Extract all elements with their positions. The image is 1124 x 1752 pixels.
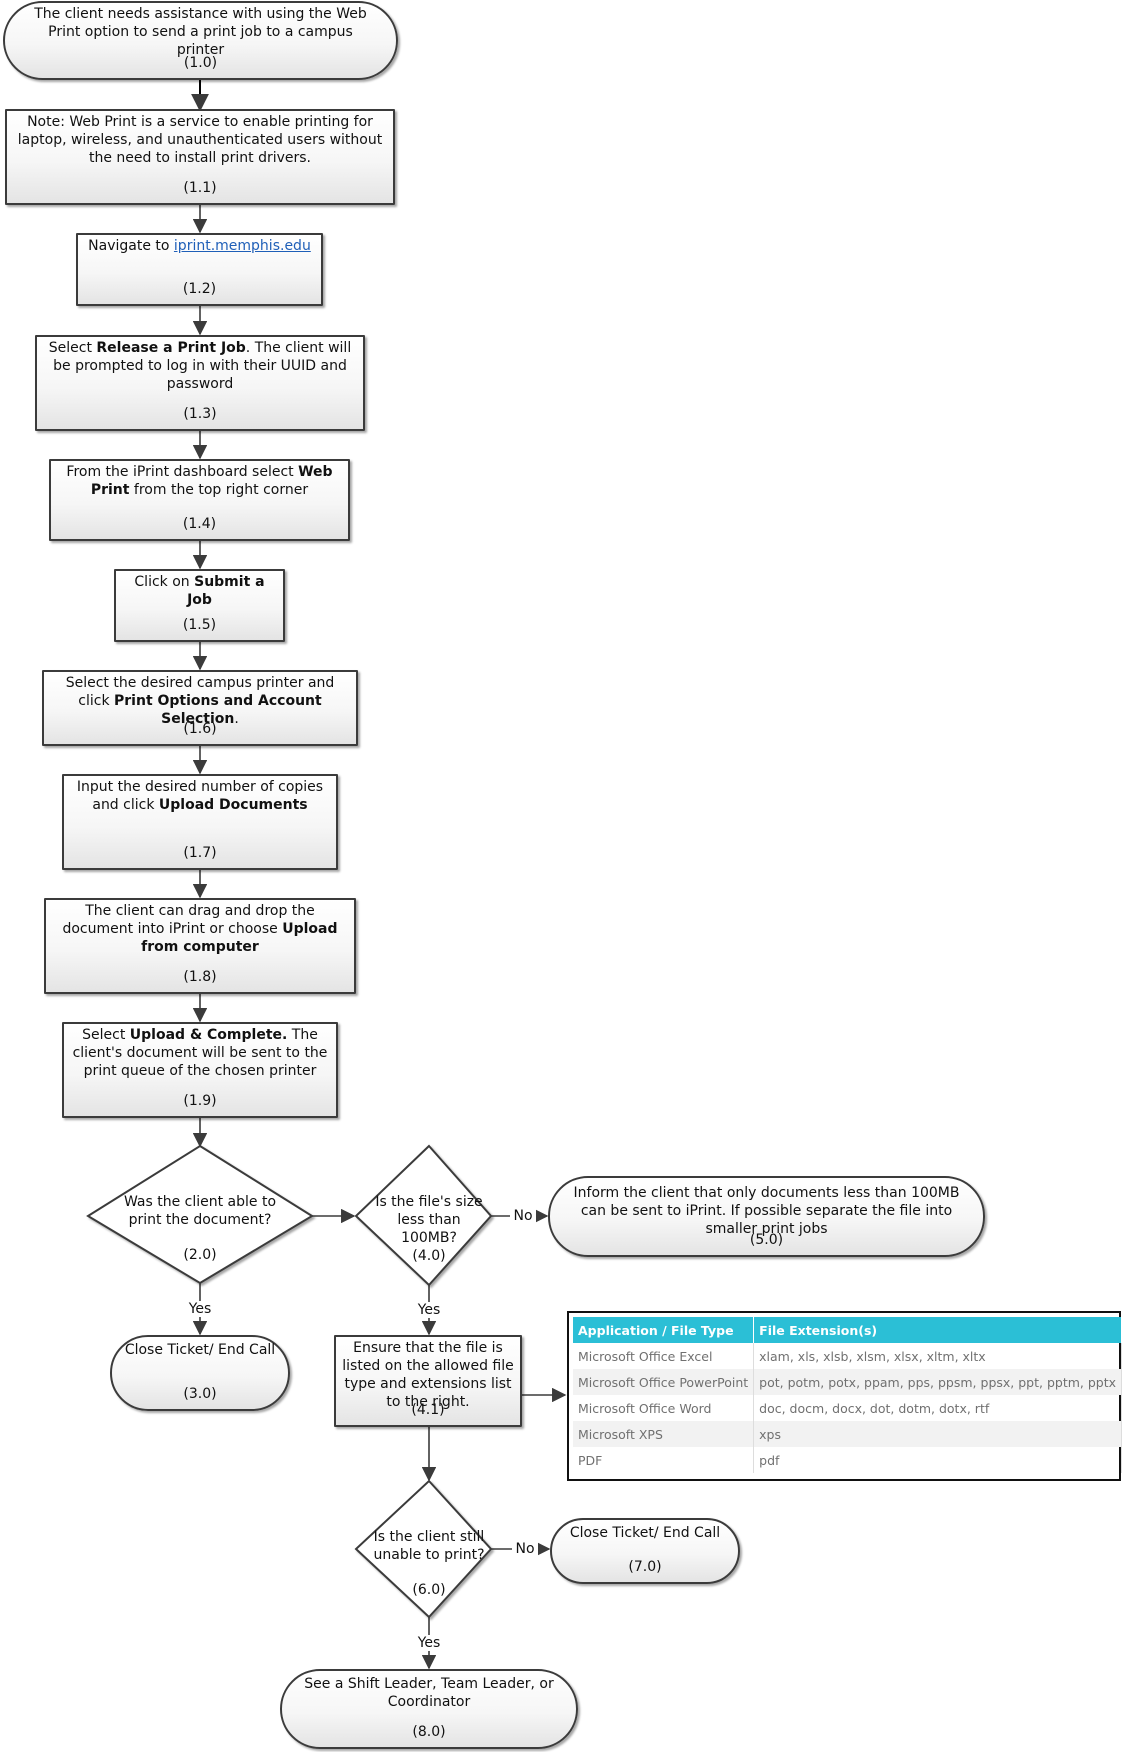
process-node-1-8: The client can drag and drop the documen… [44, 898, 356, 994]
node-text: Input the desired number of copies and c… [76, 779, 324, 813]
node-code: (5.0) [749, 1232, 784, 1248]
decision-shape-6-0 [354, 1479, 493, 1619]
decision-text-2-0: Was the client able to print the documen… [118, 1193, 282, 1229]
node-code: (1.3) [183, 406, 217, 422]
start-node-1-0: The client needs assistance with using t… [3, 1, 398, 80]
table-row: Microsoft Office Word doc, docm, docx, d… [573, 1395, 1123, 1421]
file-type-table: Application / File Type File Extension(s… [567, 1311, 1123, 1481]
decision-code-6-0: (6.0) [412, 1582, 446, 1598]
end-node-7-0: Close Ticket/ End Call (7.0) [550, 1518, 740, 1584]
process-node-1-1: Note: Web Print is a service to enable p… [5, 109, 395, 205]
table-header-extensions: File Extension(s) [753, 1317, 1123, 1343]
decision-text-4-0: Is the file's size less than 100MB? [369, 1193, 489, 1247]
node-text: Ensure that the file is listed on the al… [342, 1340, 514, 1410]
node-text: Navigate to [88, 238, 174, 254]
node-text: Inform the client that only documents le… [573, 1185, 960, 1237]
node-text: . [234, 711, 239, 727]
table-row: PDF pdf [573, 1447, 1123, 1473]
node-text: The client needs assistance with using t… [34, 6, 367, 58]
decision-code-4-0: (4.0) [412, 1248, 446, 1264]
table-cell-type: PDF [573, 1447, 755, 1473]
iprint-link[interactable]: iprint.memphis.edu [173, 238, 311, 254]
edge-label-no-4-0: No [510, 1208, 536, 1224]
edge-label-yes-2-0: Yes [184, 1301, 216, 1317]
node-code: (1.2) [182, 281, 217, 297]
node-code: (4.1) [411, 1402, 445, 1418]
node-bold: Print Options and Account Selection [114, 693, 322, 727]
process-node-1-3: Select Release a Print Job. The client w… [35, 335, 365, 431]
node-code: (1.5) [182, 617, 217, 633]
table-row: Microsoft Office Excel xlam, xls, xlsb, … [573, 1343, 1123, 1369]
node-text: . The client will be prompted to log in … [53, 340, 352, 392]
node-code: (1.4) [182, 516, 217, 532]
node-text: See a Shift Leader, Team Leader, or Coor… [304, 1676, 554, 1710]
node-code: (8.0) [412, 1724, 446, 1740]
node-text: Select the desired campus printer and cl… [65, 675, 335, 709]
table-cell-type: Microsoft Office Word [573, 1395, 755, 1421]
edge-label-yes-4-0: Yes [413, 1302, 445, 1318]
process-node-1-4: From the iPrint dashboard select Web Pri… [49, 459, 350, 541]
decision-shape-2-0 [86, 1144, 314, 1285]
node-bold: Upload from computer [141, 921, 338, 955]
edge-label-yes-6-0: Yes [413, 1635, 445, 1651]
table-header-application: Application / File Type [573, 1317, 755, 1343]
node-bold: Upload Documents [158, 797, 308, 813]
node-text: Select [82, 1027, 130, 1043]
node-code: (1.8) [183, 969, 217, 985]
table-cell-extensions: pdf [753, 1447, 1123, 1473]
table-row: Microsoft XPS xps [573, 1421, 1123, 1447]
node-text: Is the file's size less than 100MB? [375, 1194, 483, 1246]
node-text: From the iPrint dashboard select [66, 464, 299, 480]
process-node-4-1: Ensure that the file is listed on the al… [334, 1335, 522, 1427]
decision-code-2-0: (2.0) [183, 1247, 217, 1263]
process-node-1-7: Input the desired number of copies and c… [62, 774, 338, 870]
node-code: (3.0) [183, 1386, 217, 1402]
table-cell-extensions: pot, potm, potx, ppam, pps, ppsm, ppsx, … [753, 1369, 1123, 1395]
edge-label-no-6-0: No [512, 1541, 538, 1557]
process-node-1-6: Select the desired campus printer and cl… [42, 670, 358, 746]
node-text: Close Ticket/ End Call [569, 1525, 721, 1541]
end-node-3-0: Close Ticket/ End Call (3.0) [110, 1335, 290, 1411]
node-text: Note: Web Print is a service to enable p… [17, 114, 383, 166]
node-text: Select [48, 340, 97, 356]
node-text: Click on [134, 574, 195, 590]
node-code: (7.0) [628, 1559, 662, 1575]
process-node-1-5: Click on Submit a Job (1.5) [114, 569, 285, 642]
process-node-1-2: Navigate to iprint.memphis.edu (1.2) [76, 233, 323, 306]
decision-shape-4-0 [354, 1144, 493, 1287]
node-bold: Submit a Job [187, 574, 265, 608]
table-cell-extensions: doc, docm, docx, dot, dotm, dotx, rtf [753, 1395, 1123, 1421]
table-cell-extensions: xps [753, 1421, 1123, 1447]
table-row: Microsoft Office PowerPoint pot, potm, p… [573, 1369, 1123, 1395]
node-text: The client can drag and drop the documen… [62, 903, 315, 937]
node-code: (1.6) [183, 721, 217, 737]
node-text: Close Ticket/ End Call [124, 1342, 276, 1358]
process-node-1-9: Select Upload & Complete. The client's d… [62, 1022, 338, 1118]
node-text: from the top right corner [129, 482, 309, 498]
node-bold: Upload & Complete. [129, 1027, 288, 1043]
node-text: Is the client still unable to print? [373, 1529, 485, 1563]
node-bold: Web Print [90, 464, 333, 498]
node-text: The client's document will be sent to th… [72, 1027, 328, 1079]
node-code: (1.9) [183, 1093, 217, 1109]
node-text: Was the client able to print the documen… [123, 1194, 277, 1228]
end-node-8-0: See a Shift Leader, Team Leader, or Coor… [280, 1669, 578, 1749]
table-cell-type: Microsoft Office Excel [573, 1343, 755, 1369]
node-bold: Release a Print Job [96, 340, 246, 356]
table-cell-extensions: xlam, xls, xlsb, xlsm, xlsx, xltm, xltx [753, 1343, 1123, 1369]
node-code: (1.1) [183, 180, 217, 196]
node-code: (1.0) [183, 55, 218, 71]
node-code: (1.7) [183, 845, 217, 861]
table-cell-type: Microsoft XPS [573, 1421, 755, 1447]
decision-text-6-0: Is the client still unable to print? [369, 1528, 489, 1564]
end-node-5-0: Inform the client that only documents le… [548, 1176, 985, 1257]
table-cell-type: Microsoft Office PowerPoint [573, 1369, 755, 1395]
